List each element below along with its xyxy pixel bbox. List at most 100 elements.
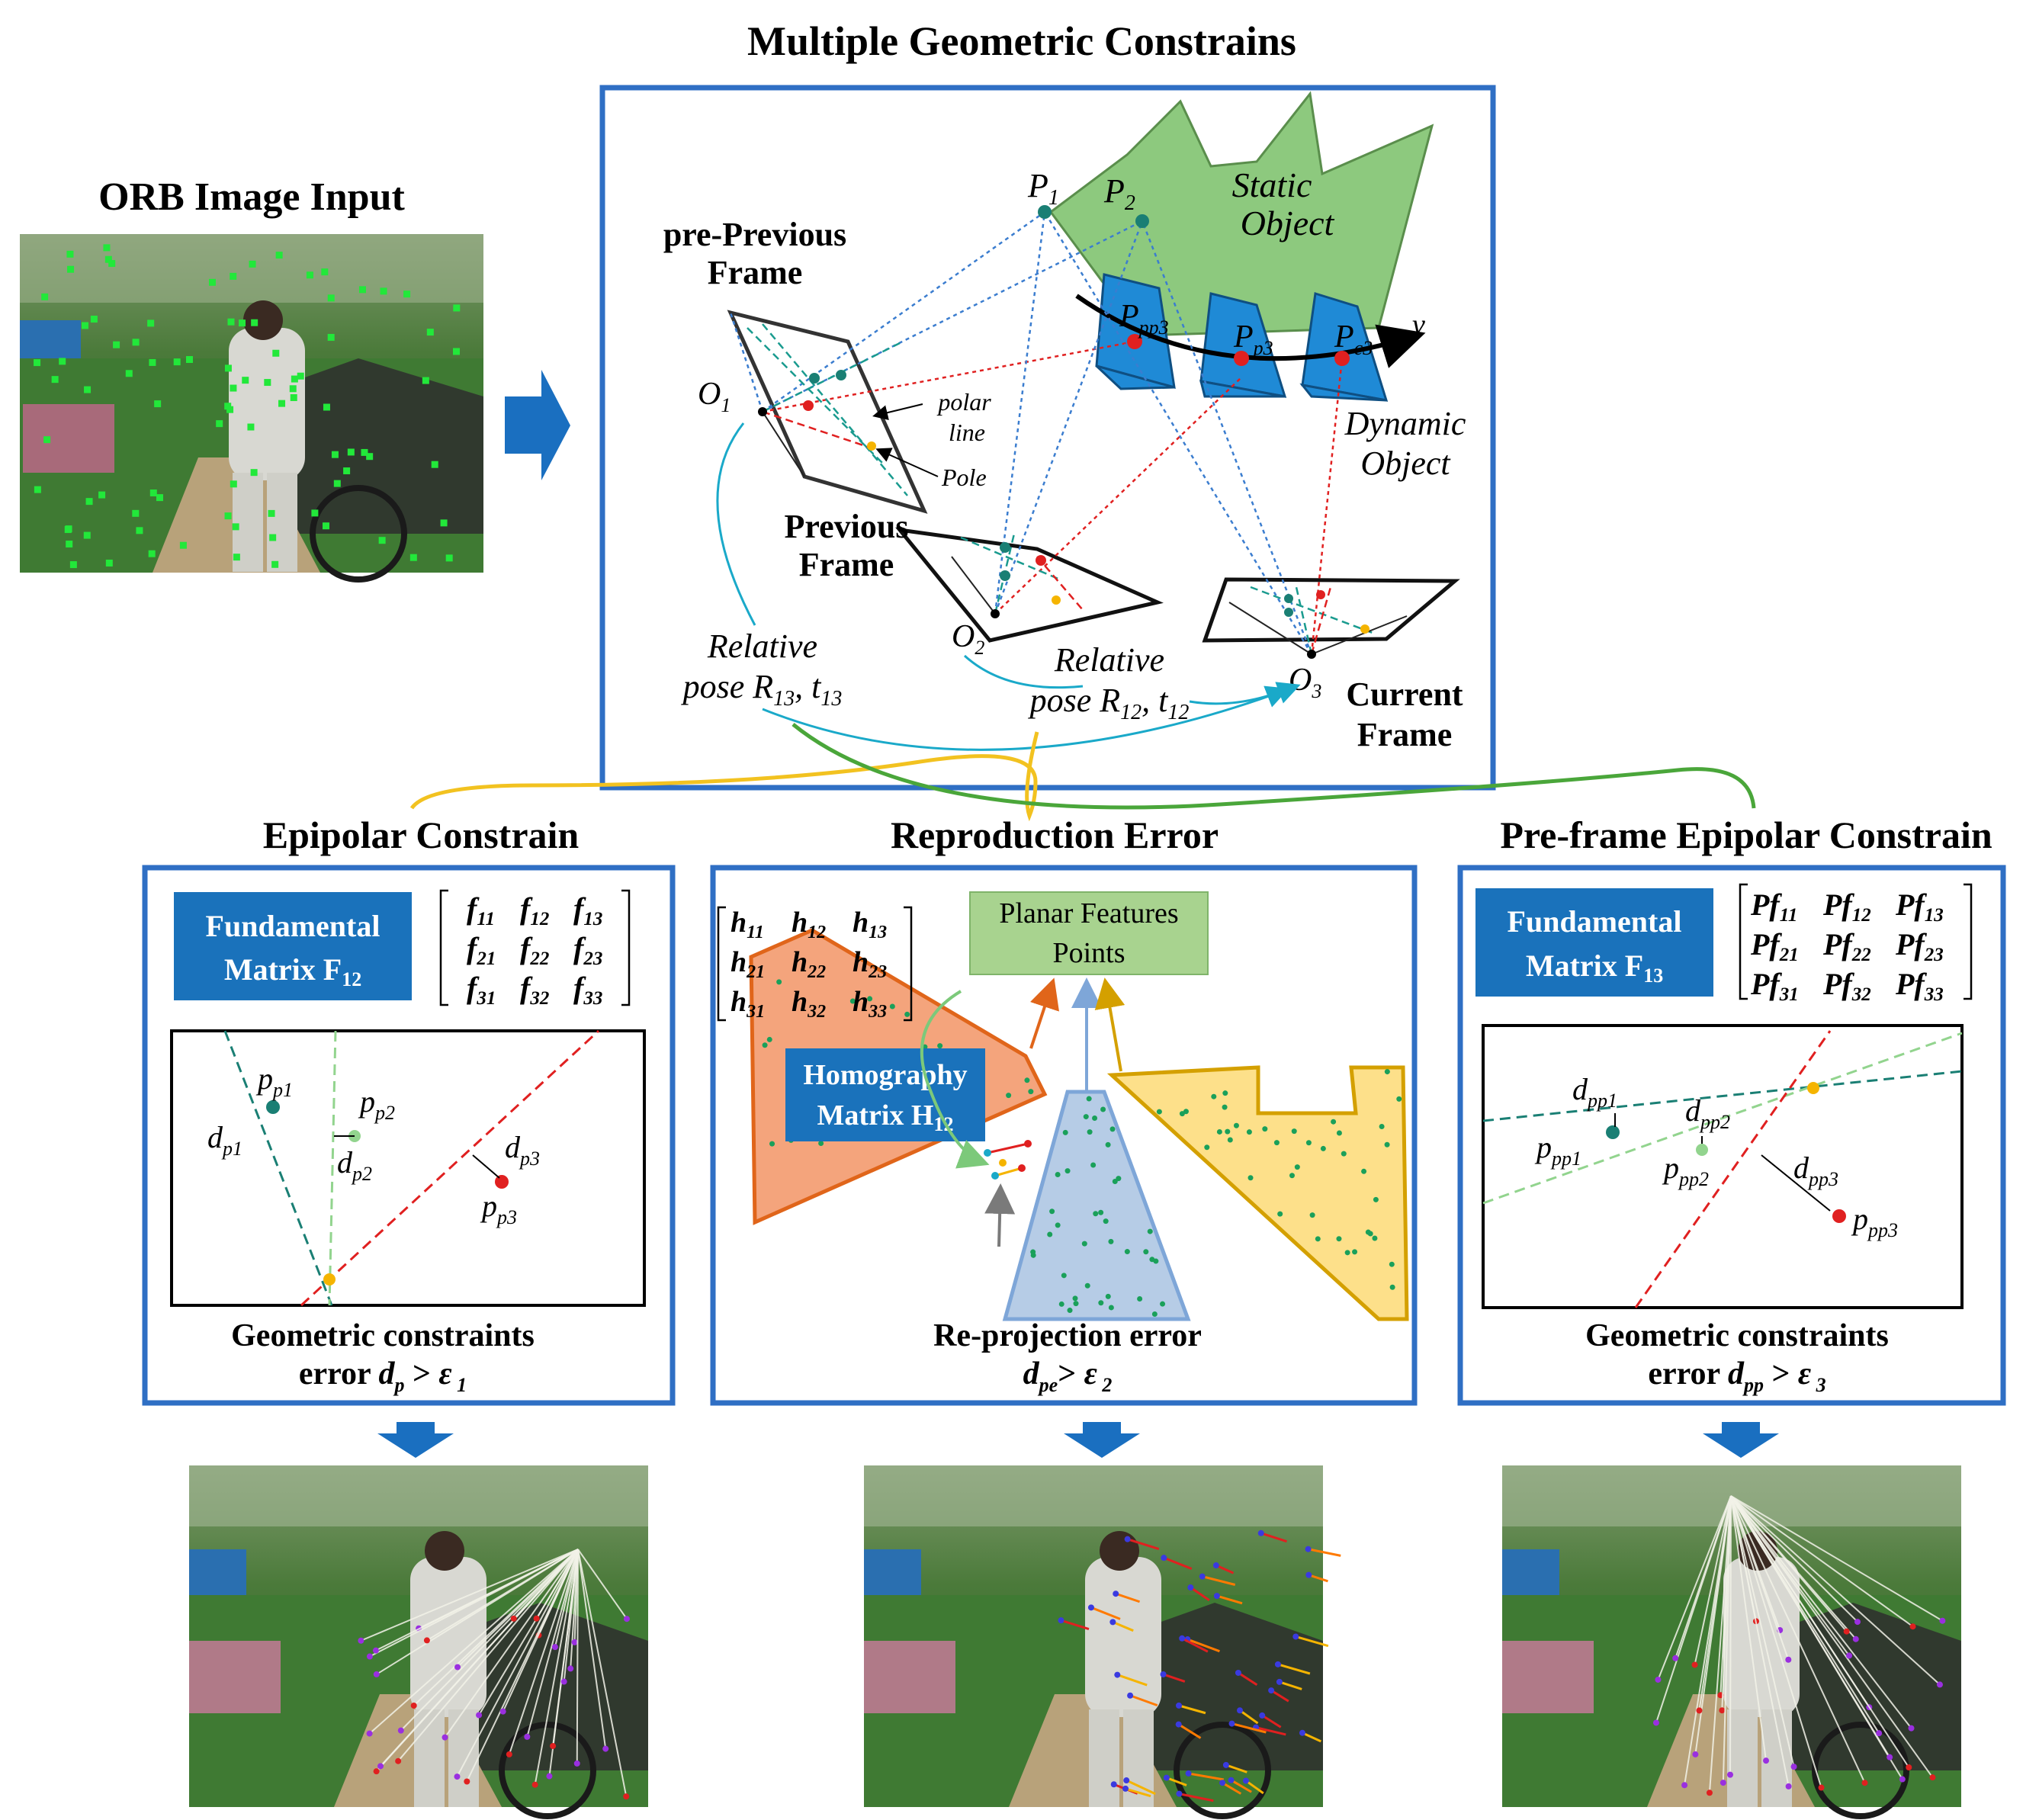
orb-feature-dot bbox=[149, 489, 157, 496]
feature-dot bbox=[1108, 1305, 1114, 1311]
feature-dot bbox=[1047, 1231, 1053, 1237]
matrix-entry: f12 bbox=[520, 891, 549, 929]
feature-dot bbox=[1361, 1168, 1367, 1174]
feature-dot bbox=[1024, 1077, 1030, 1083]
orb-feature-dot bbox=[247, 423, 255, 431]
feature-dot bbox=[1103, 1218, 1109, 1225]
orb-feature-dot bbox=[103, 244, 111, 252]
label-P1: P1 bbox=[1027, 167, 1059, 210]
matrix-entry: f11 bbox=[467, 891, 495, 929]
feature-dot bbox=[1112, 1179, 1118, 1185]
label-Ppp3: Ppp3 bbox=[1119, 299, 1169, 339]
orb-feature-dot bbox=[104, 255, 112, 263]
orb-feature-dot bbox=[230, 272, 237, 280]
epipolar-inner-points bbox=[266, 1100, 509, 1286]
feature-dot bbox=[1062, 1129, 1068, 1135]
homography-badge-line1: Homography bbox=[803, 1059, 967, 1091]
label-O2: O2 bbox=[952, 619, 984, 659]
planar-features-line2: Points bbox=[1052, 937, 1125, 969]
feature-dot bbox=[1246, 1129, 1252, 1135]
orb-feature-dot bbox=[43, 436, 51, 444]
epipolar-badge-line1: Fundamental bbox=[206, 909, 381, 943]
label-dpp1: dpp1 bbox=[1572, 1072, 1617, 1112]
orb-feature-dot bbox=[81, 322, 88, 329]
orb-feature-dot bbox=[322, 522, 329, 530]
relative-pose-13-line1: Relative bbox=[707, 628, 817, 665]
label-Pc3: Pc3 bbox=[1334, 319, 1373, 359]
orb-feature-dot bbox=[321, 268, 329, 276]
previous-label-2: Frame bbox=[799, 546, 894, 583]
static-object-label-2: Object bbox=[1241, 204, 1335, 242]
label-dp3: dp3 bbox=[505, 1130, 540, 1170]
output-photo-1 bbox=[189, 1465, 648, 1819]
feature-dot bbox=[1137, 1295, 1143, 1302]
feature-dot bbox=[1072, 1295, 1078, 1302]
orb-feature-dot bbox=[361, 448, 368, 456]
polar-line-pointer bbox=[872, 403, 923, 420]
current-label-2: Frame bbox=[1357, 716, 1453, 753]
feature-dot bbox=[1372, 1235, 1378, 1241]
feature-dot bbox=[1341, 1151, 1347, 1157]
feature-dot bbox=[889, 1003, 895, 1010]
feature-dots bbox=[762, 979, 1402, 1318]
orb-feature-dot bbox=[278, 400, 286, 407]
feature-dot bbox=[1320, 1145, 1326, 1151]
motion-curve bbox=[1075, 294, 1426, 368]
dynamic-object-label-2: Object bbox=[1360, 445, 1451, 482]
orb-feature-dot bbox=[148, 550, 156, 557]
preframe-panel-frame bbox=[1457, 865, 2006, 1406]
orb-feature-dot bbox=[208, 278, 216, 286]
orb-feature-dot bbox=[453, 348, 461, 355]
matrix-entry: f23 bbox=[573, 931, 602, 969]
orb-feature-dot bbox=[271, 560, 279, 568]
label-dp1: dp1 bbox=[207, 1120, 242, 1160]
orb-feature-dot bbox=[224, 364, 232, 372]
orb-feature-dot bbox=[306, 271, 313, 279]
matrix-entry: h21 bbox=[731, 946, 765, 982]
orb-feature-dot bbox=[66, 541, 73, 548]
orb-feature-dot bbox=[453, 304, 461, 312]
feature-dot bbox=[1143, 1249, 1149, 1255]
feature-dot bbox=[1384, 1069, 1390, 1075]
orb-feature-dot bbox=[185, 356, 193, 364]
orb-feature-dot bbox=[227, 318, 235, 326]
down-arrow-3 bbox=[1703, 1422, 1779, 1458]
feature-dot bbox=[1389, 1261, 1395, 1267]
frame-solid-lines bbox=[762, 411, 1408, 655]
feature-dot bbox=[762, 1042, 768, 1048]
reproduction-title: Reproduction Error bbox=[891, 814, 1219, 856]
feature-dot bbox=[1061, 1273, 1067, 1279]
feature-dot bbox=[1105, 1141, 1111, 1148]
orb-feature-dot bbox=[242, 377, 249, 384]
feature-dot bbox=[766, 1036, 772, 1042]
orb-feature-dot bbox=[409, 554, 417, 561]
matrix-entry: f22 bbox=[520, 931, 549, 969]
feature-dot bbox=[769, 1141, 775, 1147]
matrix-entry: Pf22 bbox=[1822, 927, 1871, 965]
orb-feature-dot bbox=[268, 509, 275, 517]
orb-feature-dot bbox=[67, 265, 75, 273]
static-object-label-1: Static bbox=[1232, 165, 1312, 204]
matrix-entry: f33 bbox=[573, 971, 602, 1009]
epipolar-badge bbox=[174, 892, 412, 1000]
orb-feature-dot bbox=[132, 509, 140, 517]
feature-dot bbox=[1073, 1301, 1079, 1307]
polar-line-label-1: polar bbox=[936, 388, 991, 416]
feature-dot bbox=[849, 998, 856, 1004]
preframe-caption-2: error dpp > ε 3 bbox=[1648, 1356, 1825, 1396]
orb-input-photo bbox=[20, 234, 483, 583]
current-frame bbox=[1202, 577, 1460, 643]
output-photo-2 bbox=[864, 1465, 1341, 1819]
feature-dot bbox=[1389, 1284, 1395, 1290]
orb-feature-dot bbox=[269, 534, 277, 541]
feature-dot bbox=[1352, 1249, 1358, 1255]
epipolar-inner-frame bbox=[170, 1029, 646, 1307]
current-label-1: Current bbox=[1346, 676, 1463, 713]
feature-dot bbox=[1153, 1258, 1159, 1264]
orb-feature-dot bbox=[98, 491, 106, 499]
matrix-entry: h12 bbox=[792, 907, 826, 942]
homography-badge bbox=[785, 1048, 985, 1141]
orb-feature-dot bbox=[64, 526, 72, 534]
feature-dot bbox=[1093, 1211, 1099, 1217]
preframe-inner-points bbox=[1606, 1082, 1846, 1223]
